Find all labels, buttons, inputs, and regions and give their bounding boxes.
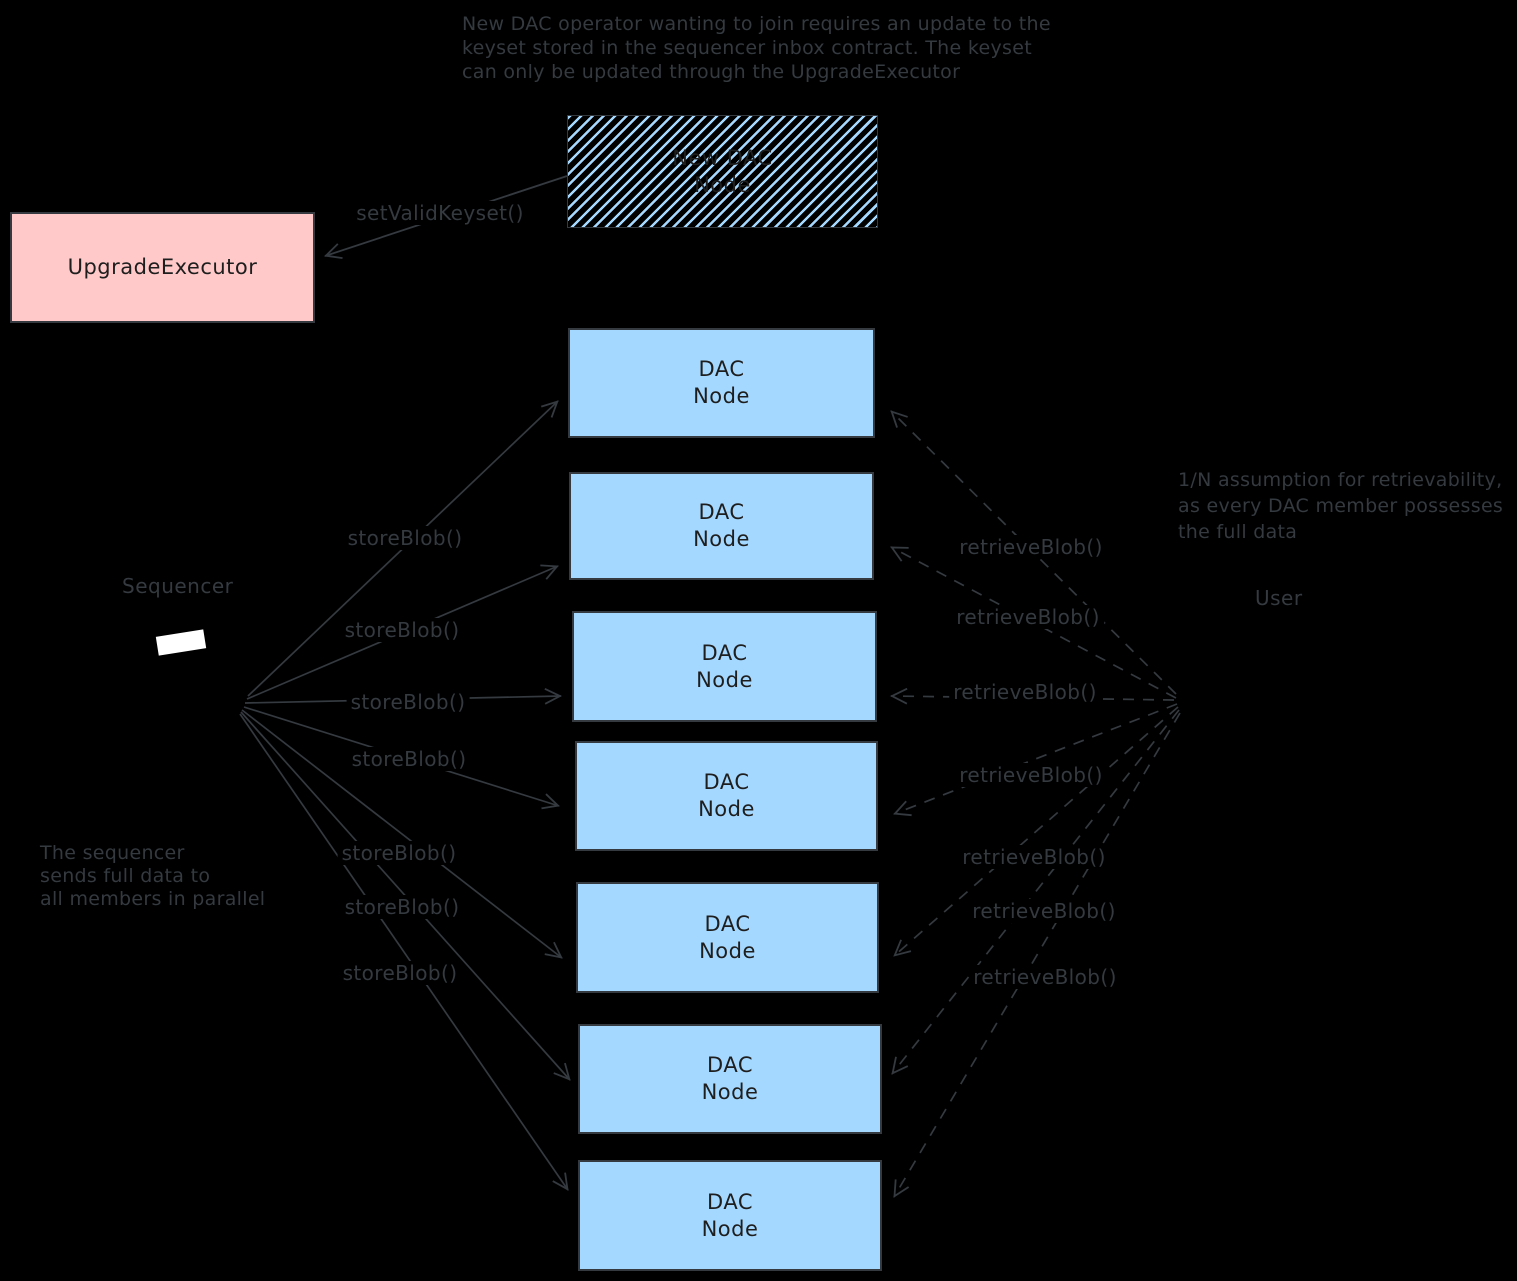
note-parallel-send: The sequencer sends full data to all mem… [40,842,266,910]
note-keyset-update: New DAC operator wanting to join require… [462,13,1051,83]
upgrade-executor-box: UpgradeExecutor [10,212,315,323]
dac-node-box-6: DAC Node [578,1024,882,1134]
set-valid-keyset-label: setValidKeyset() [352,201,528,225]
retrieve-blob-label-3: retrieveBlob() [949,680,1101,704]
retrieve-blob-label-4: retrieveBlob() [955,763,1107,787]
dac-node-box-4: DAC Node [575,741,878,851]
dac-node-box-7: DAC Node [578,1160,882,1271]
store-blob-label-3: storeBlob() [346,690,470,714]
store-blob-label-7: storeBlob() [338,961,462,985]
store-blob-label-5: storeBlob() [337,841,461,865]
store-blob-label-4: storeBlob() [347,747,471,771]
retrieve-blob-label-5: retrieveBlob() [958,845,1110,869]
new-dac-node-box: New DAC Node [567,115,878,228]
store-arrow-7 [239,713,569,1191]
note-retrievability: 1/N assumption for retrievability, as ev… [1178,469,1504,543]
dac-node-box-3: DAC Node [572,611,877,722]
retrieve-arrow-5 [893,706,1179,957]
user-label: User [1255,586,1303,610]
store-blob-label-6: storeBlob() [340,895,464,919]
store-arrow-5 [241,709,563,959]
dac-node-box-1: DAC Node [568,328,875,438]
retrieve-arrow-6 [891,709,1180,1075]
retrieve-blob-label-7: retrieveBlob() [969,965,1121,989]
dac-node-box-2: DAC Node [569,472,874,580]
retrieve-blob-label-1: retrieveBlob() [955,535,1107,559]
store-blob-label-1: storeBlob() [343,526,467,550]
retrieve-blob-label-2: retrieveBlob() [952,605,1104,629]
sequencer-label: Sequencer [122,574,234,598]
dac-node-box-5: DAC Node [576,882,879,993]
retrieve-arrow-4 [893,703,1178,817]
retrieve-blob-label-6: retrieveBlob() [968,899,1120,923]
store-blob-label-2: storeBlob() [340,618,464,642]
retrieve-arrow-7 [893,712,1181,1198]
